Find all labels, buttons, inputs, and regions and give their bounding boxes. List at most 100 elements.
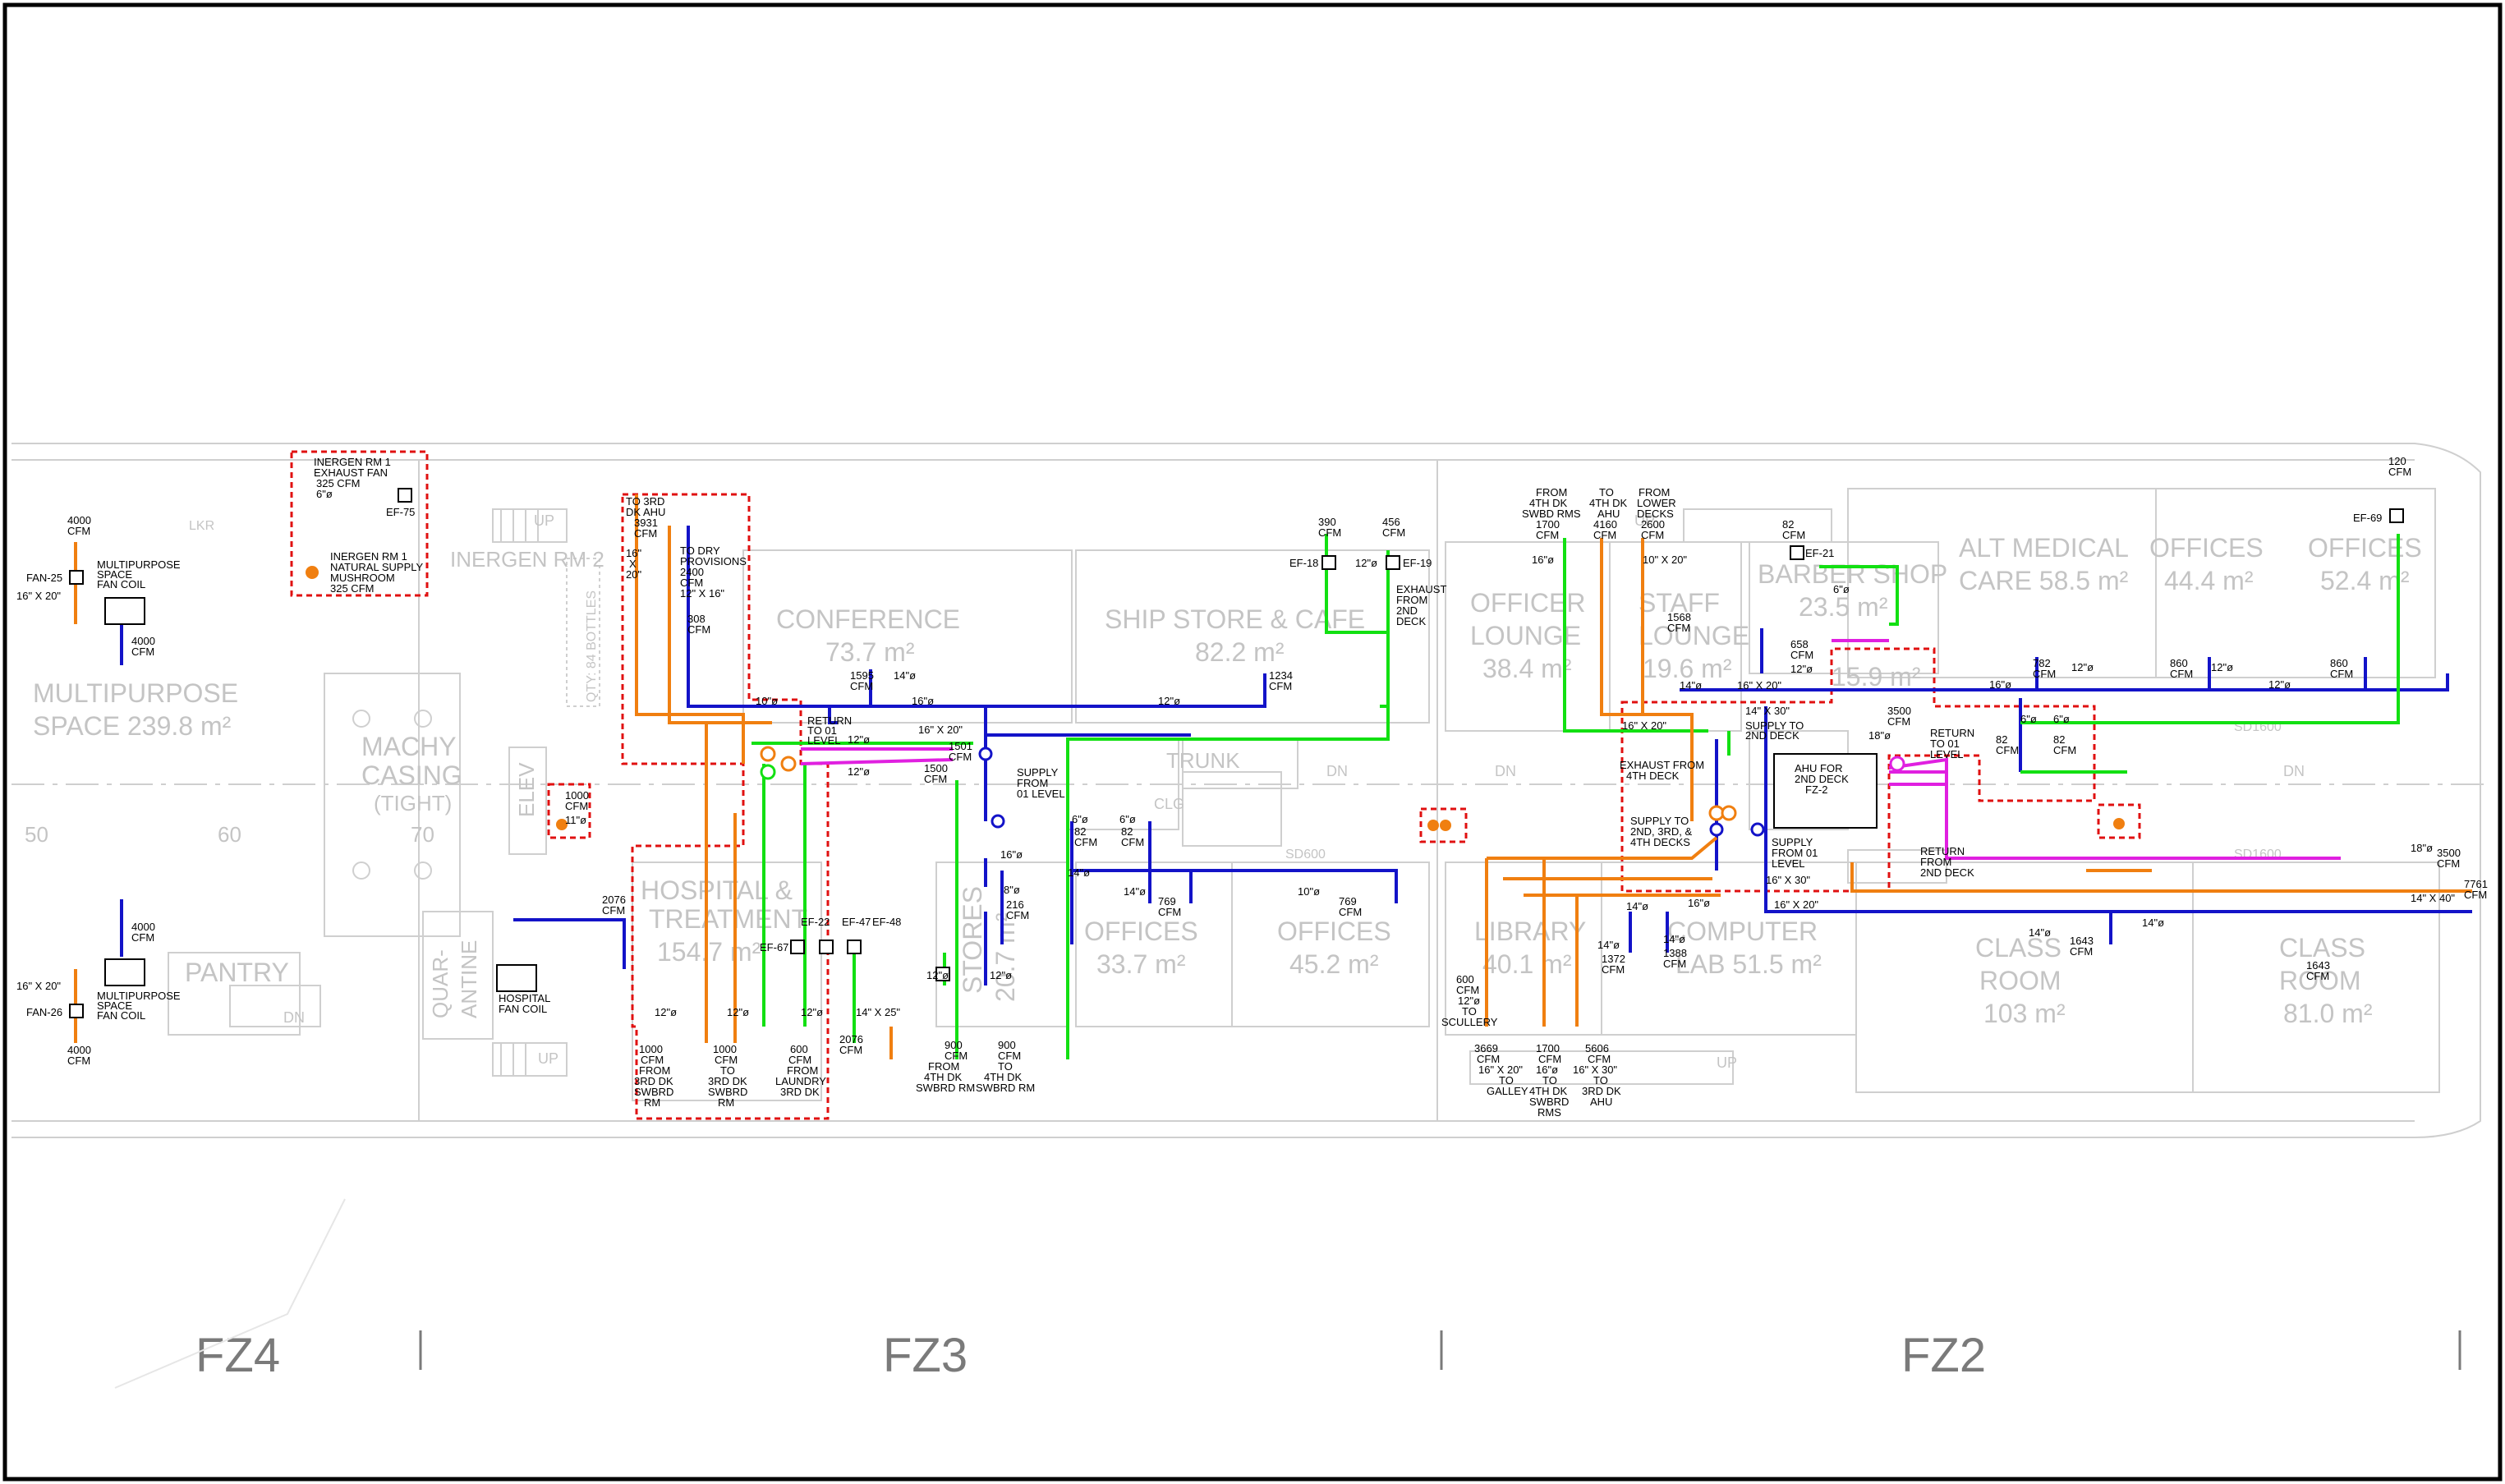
note-scullery-5: SCULLERY <box>1441 1016 1498 1028</box>
note-dia12d: 12"ø <box>1355 557 1377 569</box>
note-82-cfm-b: 82 <box>1121 825 1133 838</box>
note-1568-cfm-2: CFM <box>1667 622 1690 634</box>
note-supf01-1: SUPPLY <box>1772 836 1813 848</box>
note-1501-cfm-2: CFM <box>949 751 972 763</box>
tag-fan25: FAN-25 <box>26 572 62 584</box>
note-769-cfm-d: CFM <box>1339 906 1362 918</box>
note-mp-fc-2: SPACE <box>97 568 132 581</box>
note-1568-cfm: 1568 <box>1667 611 1691 623</box>
note-h1000-6: RM <box>644 1096 660 1109</box>
note-dry-5: 12" X 16" <box>680 587 724 600</box>
note-mp2-fc-3: FAN COIL <box>97 1009 145 1022</box>
stair-up-4: UP <box>1717 1054 1737 1071</box>
label-sd600: SD600 <box>1285 848 1326 861</box>
note-dry-3: 2400 <box>680 566 704 578</box>
note-82-cfm-h: CFM <box>1996 744 2019 756</box>
fan-coil-hospital <box>496 964 537 992</box>
room-classroom-2: CLASS <box>2279 933 2365 963</box>
note-3500-cfm-2: CFM <box>1887 715 1910 728</box>
note-ahu-2: 2ND DECK <box>1795 773 1849 785</box>
room-hospital-2: TREATMENT <box>649 904 807 934</box>
note-860-cfm-d: CFM <box>2330 668 2353 680</box>
stair-symbols <box>229 508 1947 1085</box>
equipment <box>69 488 2404 1018</box>
room-staff-lounge: STAFF <box>1639 588 1720 618</box>
note-s900-1: 900 <box>945 1039 963 1051</box>
note-swbrd-2: CFM <box>1538 1053 1561 1065</box>
room-staff-lounge-2: LOUNGE <box>1639 621 1749 650</box>
note-flow-2: LOWER <box>1637 497 1676 509</box>
note-h600-3: FROM <box>787 1064 818 1077</box>
room-officer-lounge-2: LOUNGE <box>1470 621 1581 650</box>
note-t4th-5: CFM <box>1593 529 1616 541</box>
note-sup234-2: 2ND, 3RD, & <box>1630 825 1692 838</box>
note-860-cfm: 860 <box>2170 657 2188 669</box>
note-dia12g: 12"ø <box>801 1006 823 1018</box>
note-dry-4: CFM <box>680 577 703 589</box>
note-f4th-4: 1700 <box>1536 518 1560 531</box>
note-308-cfm: 308 <box>687 613 706 625</box>
tag-ef19: EF-19 <box>1403 557 1432 569</box>
note-dia14g: 14"ø <box>1663 933 1685 945</box>
note-dia18b: 18"ø <box>2411 842 2433 854</box>
note-flow-1: FROM <box>1639 486 1670 498</box>
room-quarantine: QUAR- <box>428 949 453 1018</box>
stair-up-2: UP <box>1634 512 1655 529</box>
cloud-elev <box>547 783 591 839</box>
note-dia10b: 10"ø <box>1298 885 1320 898</box>
note-elev-cfm-2: CFM <box>565 800 588 812</box>
note-mp2-sup-1: 4000 <box>131 921 155 933</box>
note-f4th-1: FROM <box>1536 486 1567 498</box>
note-swbrd-4: TO <box>1542 1074 1557 1087</box>
note-h1000-8: CFM <box>715 1054 738 1066</box>
note-dia14i: 14"ø <box>2142 917 2164 929</box>
note-f4th-5: CFM <box>1536 529 1559 541</box>
note-s900-6: 900 <box>998 1039 1016 1051</box>
note-h1000-12: RM <box>718 1096 734 1109</box>
zone-fz4: FZ4 <box>195 1329 280 1382</box>
note-inergen-nat-3: MUSHROOM <box>330 572 395 584</box>
room-inergen: INERGEN RM 2 <box>450 547 604 572</box>
cloud-hospital <box>621 493 830 1120</box>
note-to3rd-4: CFM <box>634 527 657 540</box>
note-dia12f: 12"ø <box>727 1006 749 1018</box>
note-supf01-2: FROM 01 <box>1772 847 1818 859</box>
room-officer-lounge: OFFICER <box>1470 588 1585 618</box>
room-barber-area: 23.5 m² <box>1799 592 1888 622</box>
note-s900-9: 4TH DK <box>984 1071 1023 1083</box>
note-dia14d: 14"ø <box>1680 679 1702 691</box>
note-mp-sup-2: CFM <box>131 646 154 658</box>
note-to3rd-7: 20" <box>626 568 641 581</box>
note-ahu3rd-3: 16" X 30" <box>1573 1064 1617 1076</box>
note-390-cfm: 390 <box>1318 516 1336 528</box>
note-elev-dia: 11"ø <box>565 814 586 826</box>
note-size-1630: 16" X 30" <box>1766 874 1810 886</box>
cloud-small-1 <box>1419 807 1468 843</box>
note-to3rd-2: DK AHU <box>626 506 665 518</box>
note-2076-cfm: 2076 <box>602 894 626 906</box>
note-dia12k: 12"ø <box>2071 661 2094 673</box>
room-machy: MACHY <box>361 732 457 761</box>
room-machy-2: CASING <box>361 760 462 790</box>
note-inergen-title: INERGEN RM 1 <box>314 456 391 468</box>
zone-fz3: FZ3 <box>883 1329 968 1382</box>
note-769-cfm-2: CFM <box>1158 906 1181 918</box>
note-dia12m: 12"ø <box>2268 678 2291 691</box>
note-456-cfm-2: CFM <box>1382 526 1405 539</box>
fan-coil-multipurpose-2 <box>104 958 145 986</box>
note-dia12e: 12"ø <box>655 1006 677 1018</box>
note-7761-cfm-2: CFM <box>2464 889 2487 901</box>
note-dia6a: 6"ø <box>1072 813 1088 825</box>
note-exh4-2: 4TH DECK <box>1626 770 1680 782</box>
room-classroom-1b: ROOM <box>1979 966 2061 995</box>
tag-ef22: EF-22 <box>801 916 830 928</box>
hull-outline <box>11 443 2481 1138</box>
tag-ef69: EF-69 <box>2353 512 2382 524</box>
note-flow-3: DECKS <box>1637 508 1674 520</box>
room-conference: CONFERENCE <box>776 604 960 634</box>
note-1234-cfm-2: CFM <box>1269 680 1292 692</box>
note-s900-7: CFM <box>998 1050 1021 1062</box>
tag-ef21: EF-21 <box>1805 547 1834 559</box>
room-staff-lounge-area: 19.6 m² <box>1643 654 1732 683</box>
